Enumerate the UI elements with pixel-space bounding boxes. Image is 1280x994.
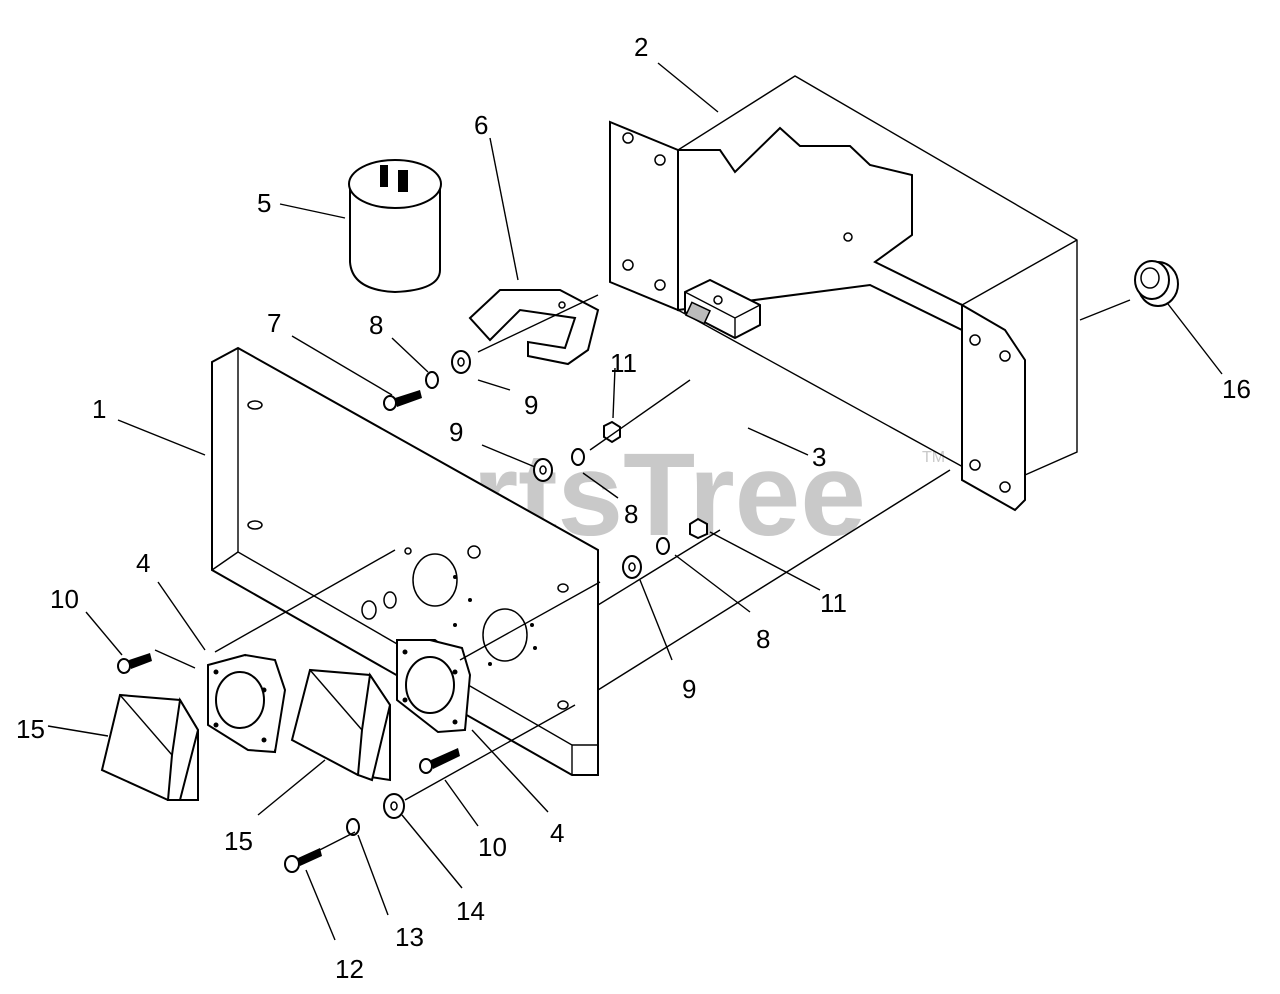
callout-9: 9 <box>524 390 538 420</box>
part-7-screw <box>383 390 422 411</box>
callout-9: 9 <box>682 674 696 704</box>
part-10-screws <box>117 653 460 774</box>
part-3-switch <box>684 278 761 340</box>
callout-15: 15 <box>16 714 45 744</box>
part-4-receptacle-left <box>207 653 287 754</box>
callout-11: 11 <box>820 588 847 618</box>
callout-13: 13 <box>395 922 424 952</box>
callout-5: 5 <box>257 188 271 218</box>
callout-4: 4 <box>550 818 564 848</box>
part-16-grommet <box>1134 260 1179 307</box>
part-4-receptacle-right <box>396 639 472 734</box>
callout-labels: 1 2 3 4 4 5 6 7 8 8 8 9 9 9 10 10 11 11 … <box>16 32 1251 984</box>
part-14-washer <box>383 793 405 819</box>
callout-6: 6 <box>474 110 488 140</box>
callout-4: 4 <box>136 548 150 578</box>
part-9-washers <box>451 350 642 579</box>
callout-7: 7 <box>267 308 281 338</box>
callout-12: 12 <box>335 954 364 984</box>
callout-10: 10 <box>50 584 79 614</box>
part-15-cover-left <box>100 693 200 801</box>
callout-15: 15 <box>224 826 253 856</box>
callout-1: 1 <box>92 394 106 424</box>
part-2-housing <box>609 75 1078 512</box>
callout-8: 8 <box>624 499 638 529</box>
callout-8: 8 <box>756 624 770 654</box>
callout-16: 16 <box>1222 374 1251 404</box>
part-11-nuts <box>603 420 708 540</box>
part-6-bracket <box>468 289 600 366</box>
callout-2: 2 <box>634 32 648 62</box>
part-8-lockwashers <box>346 371 670 836</box>
callout-3: 3 <box>812 442 826 472</box>
callout-8: 8 <box>369 310 383 340</box>
callout-11: 11 <box>610 348 637 378</box>
callout-14: 14 <box>456 896 485 926</box>
callout-9: 9 <box>449 417 463 447</box>
watermark-tm: TM <box>922 449 945 466</box>
part-15-cover-right <box>290 668 392 782</box>
callout-10: 10 <box>478 832 507 862</box>
leader-lines <box>47 62 1223 941</box>
part-5-capacitor <box>348 159 442 294</box>
